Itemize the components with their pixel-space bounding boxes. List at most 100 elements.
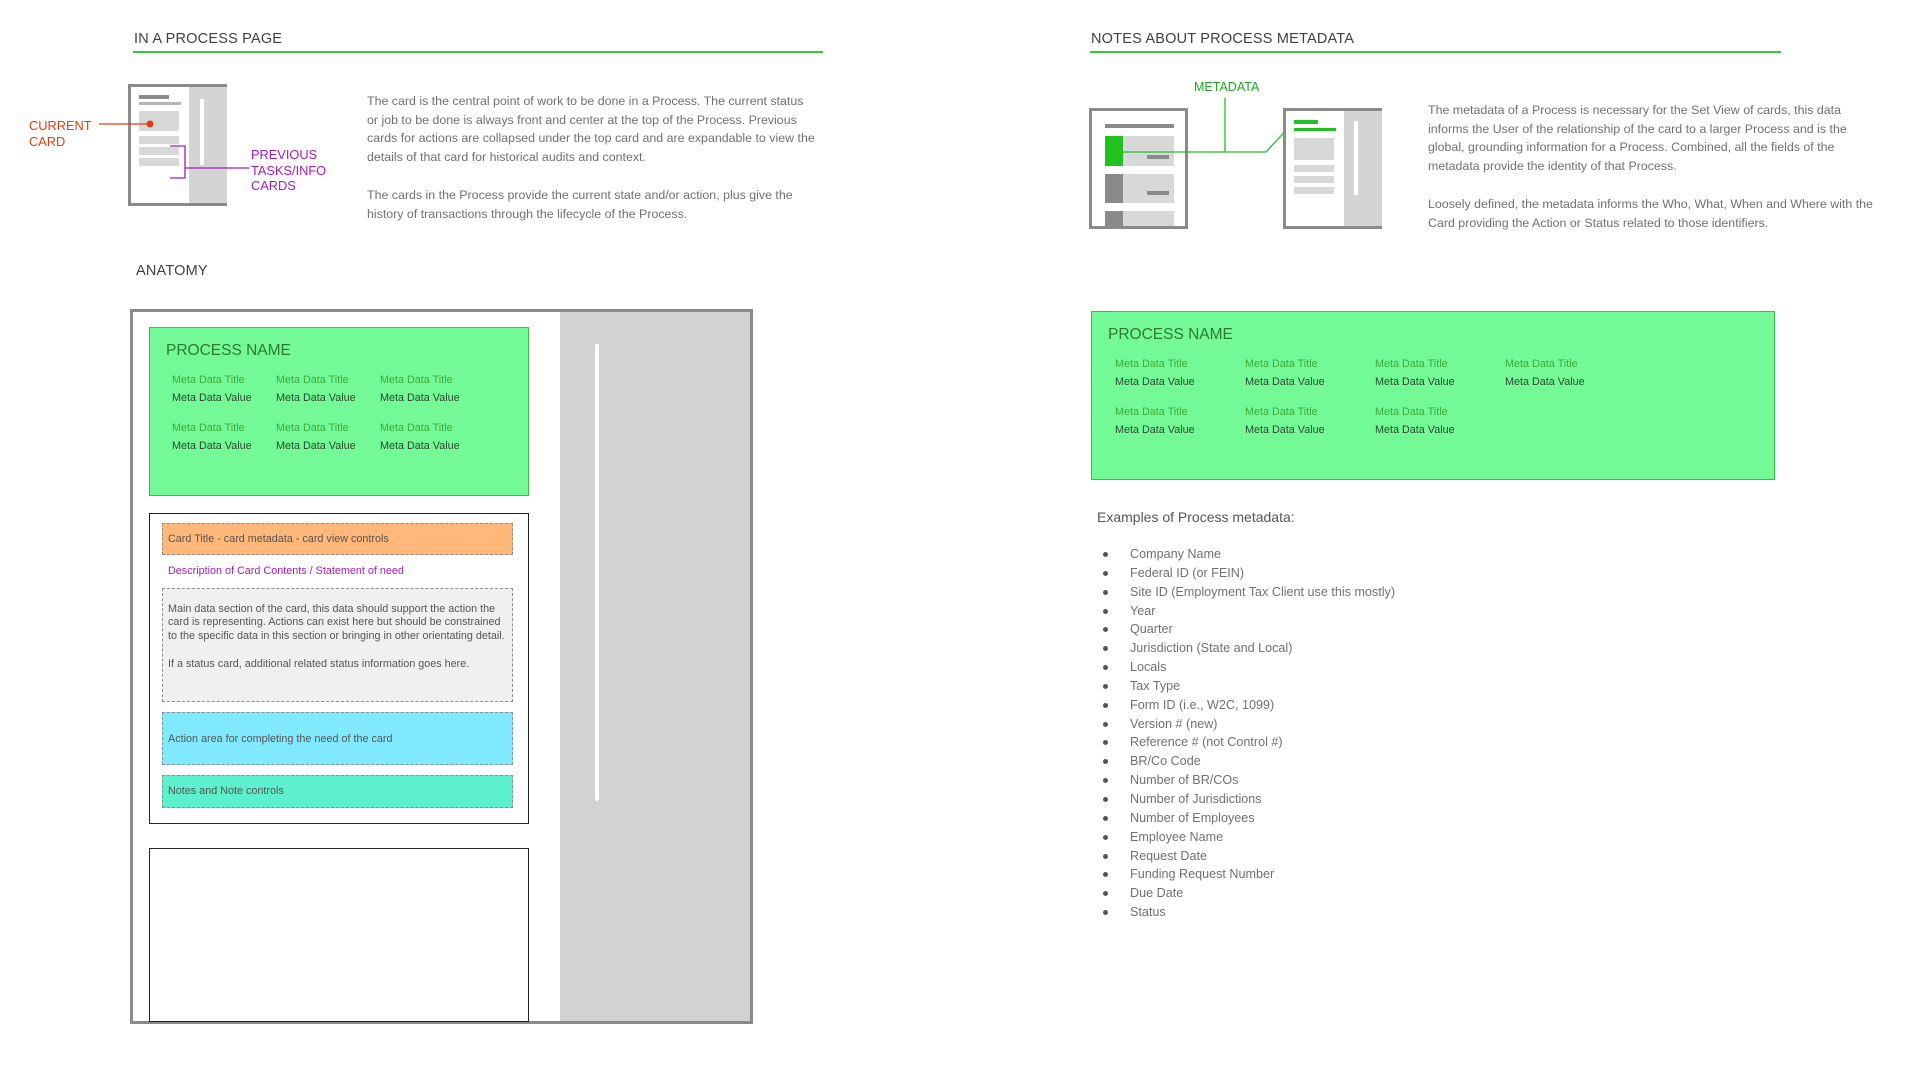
thumbnail-previous-card [139,147,179,155]
meta-field: Meta Data Title Meta Data Value [1505,358,1585,388]
card-description: Description of Card Contents / Statement… [168,565,404,578]
list-item: Version # (new) [1097,715,1497,734]
meta-field: Meta Data Title Meta Data Value [1375,358,1455,388]
current-card: Card Title - card metadata - card view c… [149,513,529,824]
card-main-data-section: Main data section of the card, this data… [162,588,513,702]
card-title-bar: Card Title - card metadata - card view c… [162,523,513,555]
thumbnail-previous-card [1294,187,1334,194]
meta-value: Meta Data Value [276,440,356,452]
process-page-metadata-thumbnail [1283,108,1382,229]
list-item: Form ID (i.e., W2C, 1099) [1097,696,1497,715]
list-item: Employee Name [1097,828,1497,847]
list-item: Company Name [1097,545,1497,564]
card-main-text: Main data section of the card, this data… [168,603,505,642]
list-item: Reference # (not Control #) [1097,733,1497,752]
meta-title: Meta Data Title [1505,358,1578,370]
process-page-paragraph-1: The card is the central point of work to… [367,94,815,165]
section-title-process-page: IN A PROCESS PAGE [134,31,283,47]
thumbnail-previous-card [139,158,179,166]
meta-value: Meta Data Value [172,440,252,452]
meta-title: Meta Data Title [1115,358,1188,370]
callout-previous-line-3: CARDS [251,178,296,194]
meta-field: Meta Data Title Meta Data Value [1245,406,1325,436]
thumbnail-sidebar [1344,111,1382,226]
meta-field: Meta Data Title Meta Data Value [276,374,356,404]
anatomy-title: ANATOMY [136,263,208,279]
meta-value: Meta Data Value [380,440,460,452]
list-item: Site ID (Employment Tax Client use this … [1097,583,1497,602]
process-page-description: The card is the central point of work to… [367,92,817,242]
meta-field: Meta Data Title Meta Data Value [380,422,460,452]
thumbnail-marker [1105,211,1123,226]
callout-previous-line-1: PREVIOUS [251,147,318,162]
list-item: Request Date [1097,847,1497,866]
meta-title: Meta Data Title [172,374,245,386]
meta-field: Meta Data Title Meta Data Value [1245,358,1325,388]
process-name: PROCESS NAME [1108,326,1233,343]
meta-title: Meta Data Title [276,374,349,386]
thumbnail-current-card [1294,138,1334,160]
list-item: Locals [1097,658,1497,677]
meta-title: Meta Data Title [276,422,349,434]
callout-previous-line-2: TASKS/INFO [251,162,327,178]
thumbnail-marker [1105,174,1123,203]
current-card-connector [99,120,249,179]
meta-field: Meta Data Title Meta Data Value [1115,358,1195,388]
process-page-paragraph-2: The cards in the Process provide the cur… [367,187,793,221]
callout-current-line-2: CARD [29,134,66,149]
meta-value: Meta Data Value [1505,376,1585,388]
card-action-text: Action area for completing the need of t… [168,733,393,745]
meta-field: Meta Data Title Meta Data Value [276,422,356,452]
list-item: Quarter [1097,620,1497,639]
list-item: Number of Jurisdictions [1097,790,1497,809]
meta-title: Meta Data Title [1375,406,1448,418]
thumbnail-line [1147,155,1169,159]
meta-title: Meta Data Title [1115,406,1188,418]
meta-value: Meta Data Value [1115,376,1195,388]
card-description-text: Description of Card Contents / Statement… [168,565,404,577]
metadata-connector [1123,98,1303,153]
previous-card [149,848,529,1022]
anatomy-frame: PROCESS NAME Meta Data Title Meta Data V… [130,309,753,1024]
thumbnail-metadata-line [1294,120,1318,124]
card-notes-area: Notes and Note controls [162,775,513,808]
current-card-callout-label: CURRENT CARD [29,118,92,150]
meta-field: Meta Data Title Meta Data Value [1115,406,1195,436]
anatomy-scrollbar [595,344,599,801]
list-item: Federal ID (or FEIN) [1097,564,1497,583]
anatomy-sidebar [560,312,750,1021]
thumbnail-subheader-line [139,102,181,105]
card-title-bar-text: Card Title - card metadata - card view c… [168,533,389,545]
list-item: Number of Employees [1097,809,1497,828]
thumbnail-header-line [139,95,169,99]
section-divider [1090,51,1781,53]
meta-value: Meta Data Value [1245,376,1325,388]
meta-field: Meta Data Title Meta Data Value [380,374,460,404]
meta-title: Meta Data Title [172,422,245,434]
examples-list: Company Name Federal ID (or FEIN) Site I… [1097,545,1497,922]
thumbnail-line [1147,191,1169,195]
meta-value: Meta Data Value [1245,424,1325,436]
card-action-area: Action area for completing the need of t… [162,712,513,765]
list-item: Number of BR/COs [1097,771,1497,790]
meta-title: Meta Data Title [1245,406,1318,418]
thumbnail-previous-card [1294,176,1334,183]
previous-cards-callout-label: PREVIOUS TASKS/INFO CARDS [251,147,326,194]
process-page-thumbnail [128,84,227,206]
list-item: Tax Type [1097,677,1497,696]
process-name: PROCESS NAME [166,342,291,359]
meta-value: Meta Data Value [1375,376,1455,388]
set-view-thumbnail [1089,108,1188,229]
thumbnail-sidebar [189,87,227,203]
metadata-description: The metadata of a Process is necessary f… [1428,101,1878,251]
thumbnail-scrollbar [200,99,204,165]
thumbnail-scrollbar [1354,121,1358,195]
meta-value: Meta Data Value [172,392,252,404]
meta-title: Meta Data Title [380,422,453,434]
metadata-label: METADATA [1194,80,1260,94]
meta-value: Meta Data Value [380,392,460,404]
thumbnail-metadata-line [1294,128,1336,131]
metadata-paragraph-2: Loosely defined, the metadata informs th… [1428,196,1873,230]
list-item: Due Date [1097,884,1497,903]
list-item: Funding Request Number [1097,865,1497,884]
